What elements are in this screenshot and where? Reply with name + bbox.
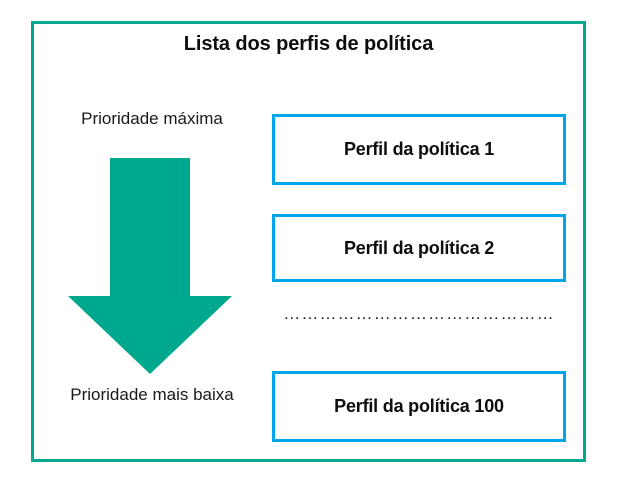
page-title: Lista dos perfis de política [183, 33, 434, 55]
policy-profile-label: Perfil da política 1 [343, 139, 495, 159]
priority-highest-label: Prioridade máxima [81, 109, 223, 128]
policy-profile-box[interactable]: Perfil da política 2 [272, 214, 566, 282]
policy-profile-label: Perfil da política 100 [334, 396, 504, 416]
arrow-down-icon [68, 158, 232, 374]
policy-profile-box[interactable]: Perfil da política 1 [272, 114, 566, 185]
policy-profile-label: Perfil da política 2 [343, 237, 495, 258]
profile-list-ellipsis: ……………………………………… [283, 305, 555, 322]
policy-profile-box[interactable]: Perfil da política 100 [272, 371, 566, 442]
priority-lowest-label: Prioridade mais baixa [70, 385, 234, 404]
